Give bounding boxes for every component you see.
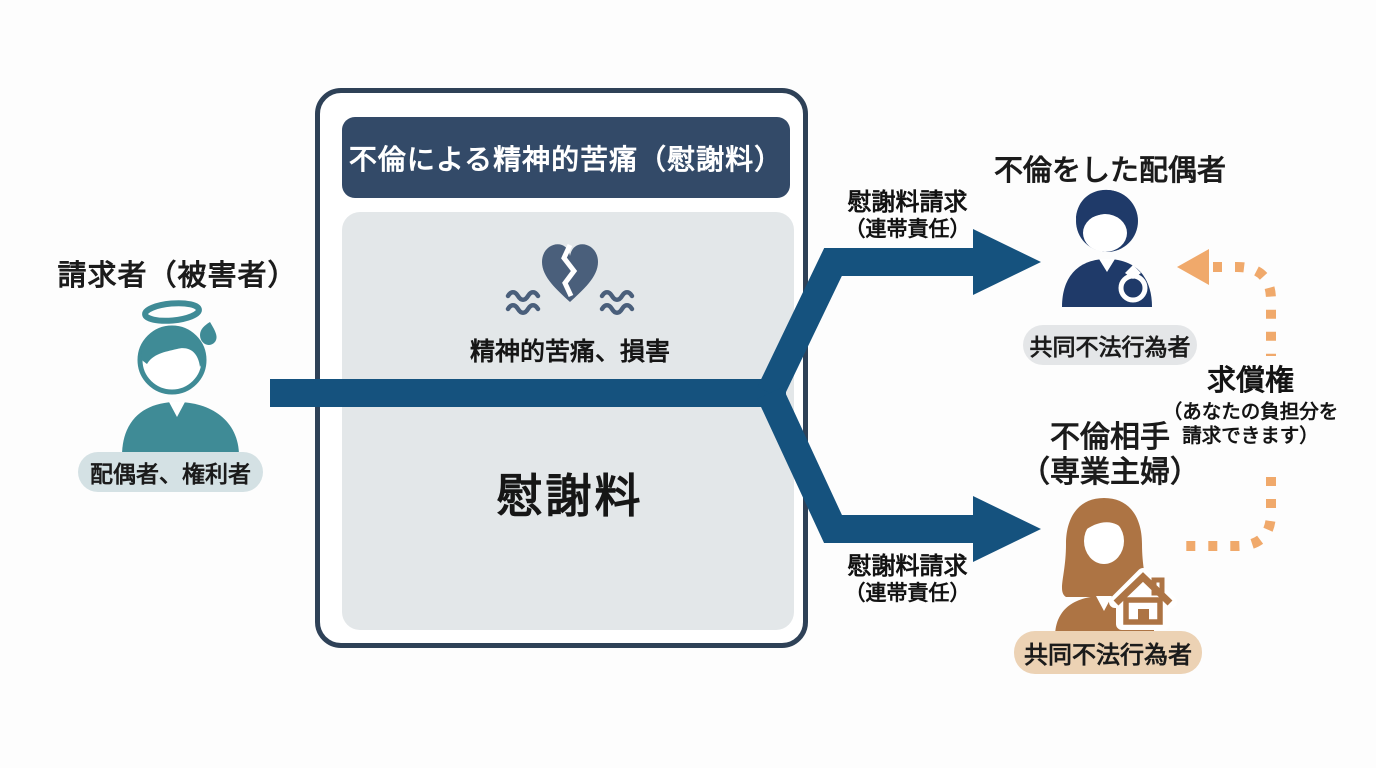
spouse-person-icon [1048,185,1173,325]
claim-arrow-top-label: 慰謝料請求 （連帯責任） [815,188,1000,242]
claim-arrow-bottom-branch [757,387,973,543]
sweat-drop-icon [200,322,217,346]
affair-partner-title: 不倫相手 （専業主婦） [985,420,1235,490]
claimant-badge: 配偶者、権利者 [78,452,263,492]
center-box-header: 不倫による精神的苦痛（慰謝料） [342,117,790,198]
reimbursement-arrowhead [1177,249,1209,285]
halo-icon [142,300,202,324]
claim-arrowhead-bottom [973,496,1041,562]
damage-label: 精神的苦痛、損害 [469,338,670,366]
affair-partner-title-line1: 不倫相手 [1050,421,1170,454]
reimbursement-title: 求償権 [1206,365,1294,397]
ring-icon [1118,265,1148,303]
spouse-title: 不倫をした配偶者 [993,155,1226,187]
affair-partner-person-icon [1040,492,1190,637]
claim-arrow-bottom-label: 慰謝料請求 （連帯責任） [815,552,1000,606]
reimbursement-arrow-top-segment [1213,262,1276,356]
affair-partner-title-line2: （専業主婦） [1020,456,1200,489]
claimant-person-icon [110,296,245,456]
house-icon [1109,568,1177,630]
broken-heart-icon [500,238,640,328]
spouse-badge: 共同不法行為者 [1023,325,1197,365]
claim-arrow-bottom-label-line1: 慰謝料請求 [847,553,968,580]
affair-partner-badge: 共同不法行為者 [1014,631,1202,674]
claim-arrow-bottom-label-line2: （連帯責任） [844,582,971,605]
claim-arrow-top-branch [757,248,973,400]
reimbursement-arrow-bottom-segment [1177,477,1276,551]
reimbursement-subtitle-line2: 請求できます） [1182,425,1319,447]
claim-arrow-top-label-line2: （連帯責任） [844,218,971,241]
reimbursement-subtitle-line1: （あなたの負担分を [1162,401,1339,423]
main-compensation-label: 慰謝料 [496,470,644,522]
claim-arrow-top-label-line1: 慰謝料請求 [847,189,968,216]
reimbursement-note: 求償権 （あなたの負担分を 請求できます） [1148,363,1353,448]
claim-arrowhead-top [973,229,1041,295]
claimant-title: 請求者（被害者） [57,260,298,292]
